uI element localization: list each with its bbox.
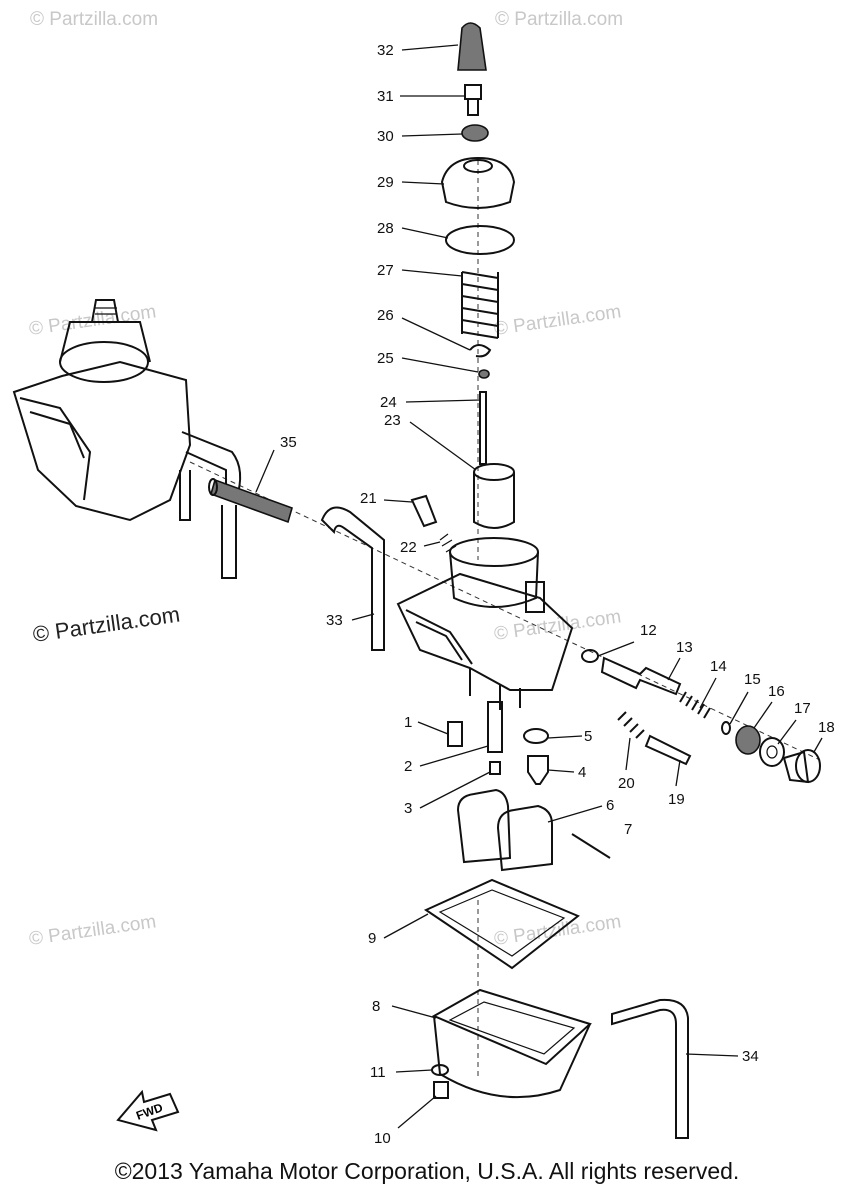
callout-12: 12: [640, 622, 657, 639]
part-21: [410, 494, 438, 528]
callout-24: 24: [380, 394, 397, 411]
callout-10: 10: [374, 1130, 391, 1147]
part-25: [478, 369, 490, 379]
callout-15: 15: [744, 671, 761, 688]
callout-32: 32: [377, 42, 394, 59]
part-34-tube: [611, 998, 689, 1139]
part-3: [489, 761, 501, 775]
part-30: [461, 124, 489, 142]
callout-5: 5: [584, 728, 592, 745]
callout-16: 16: [768, 683, 785, 700]
part-23: [473, 463, 515, 529]
callout-13: 13: [676, 639, 693, 656]
part-26: [469, 344, 492, 358]
watermark: © Partzilla.com: [28, 911, 158, 950]
watermark: © Partzilla.com: [493, 911, 623, 950]
part-1: [447, 721, 463, 747]
callout-1: 1: [404, 714, 412, 731]
callout-27: 27: [377, 262, 394, 279]
part-29: [440, 156, 516, 209]
callout-35: 35: [280, 434, 297, 451]
fwd-arrow: FWD: [116, 1089, 180, 1132]
callout-26: 26: [377, 307, 394, 324]
part-17: [759, 737, 785, 767]
part-31: [464, 84, 482, 116]
callout-9: 9: [368, 930, 376, 947]
callout-11: 11: [370, 1064, 386, 1081]
callout-34: 34: [742, 1048, 759, 1065]
part-27: [461, 271, 499, 339]
part-20: [617, 711, 645, 739]
leader-lines: [255, 44, 823, 1129]
callout-6: 6: [606, 797, 614, 814]
part-15: [721, 721, 731, 735]
callout-31: 31: [377, 88, 394, 105]
part-2: [487, 701, 503, 753]
part-7: [571, 833, 611, 859]
callout-labels: 32 31 30 29 28 27 26 25 24 23 21 22 35 3…: [280, 42, 835, 1147]
assembled-carburetor: [12, 299, 242, 579]
callout-7: 7: [624, 821, 632, 838]
part-18: [782, 749, 821, 784]
part-19: [644, 734, 692, 766]
part-22: [439, 533, 457, 553]
part-4: [527, 755, 549, 785]
watermarks: © Partzilla.com © Partzilla.com © Partzi…: [28, 9, 623, 950]
callout-20: 20: [618, 775, 635, 792]
callout-22: 22: [400, 539, 417, 556]
callout-2: 2: [404, 758, 412, 775]
fwd-label: FWD: [134, 1100, 165, 1123]
callout-4: 4: [578, 764, 586, 781]
callout-23: 23: [384, 412, 401, 429]
carburetor-body: [396, 537, 574, 710]
part-6-float: [456, 788, 553, 872]
part-5: [523, 728, 549, 744]
callout-21: 21: [360, 490, 377, 507]
part-24: [479, 391, 487, 465]
watermark: © Partzilla.com: [30, 9, 158, 30]
callout-25: 25: [377, 350, 394, 367]
part-33-tube: [320, 506, 385, 651]
part-8: [431, 988, 592, 1099]
part-35-tube: [208, 478, 293, 524]
callout-8: 8: [372, 998, 380, 1015]
part-28: [445, 225, 515, 255]
callout-14: 14: [710, 658, 727, 675]
callout-19: 19: [668, 791, 685, 808]
part-16: [735, 725, 761, 755]
copyright-notice: ©2013 Yamaha Motor Corporation, U.S.A. A…: [114, 1158, 740, 1184]
callout-28: 28: [377, 220, 394, 237]
part-12: [581, 649, 599, 663]
part-13: [600, 656, 682, 696]
callout-33: 33: [326, 612, 343, 629]
part-14: [679, 691, 711, 719]
watermark: © Partzilla.com: [493, 606, 623, 645]
callout-3: 3: [404, 800, 412, 817]
callout-30: 30: [377, 128, 394, 145]
part-10: [433, 1081, 449, 1099]
watermark: © Partzilla.com: [495, 9, 623, 30]
callout-29: 29: [377, 174, 394, 191]
part-9: [423, 878, 580, 970]
callout-17: 17: [794, 700, 811, 717]
watermark-dark: © Partzilla.com: [31, 602, 181, 647]
callout-18: 18: [818, 719, 835, 736]
watermark: © Partzilla.com: [493, 301, 623, 340]
part-32: [457, 22, 487, 71]
